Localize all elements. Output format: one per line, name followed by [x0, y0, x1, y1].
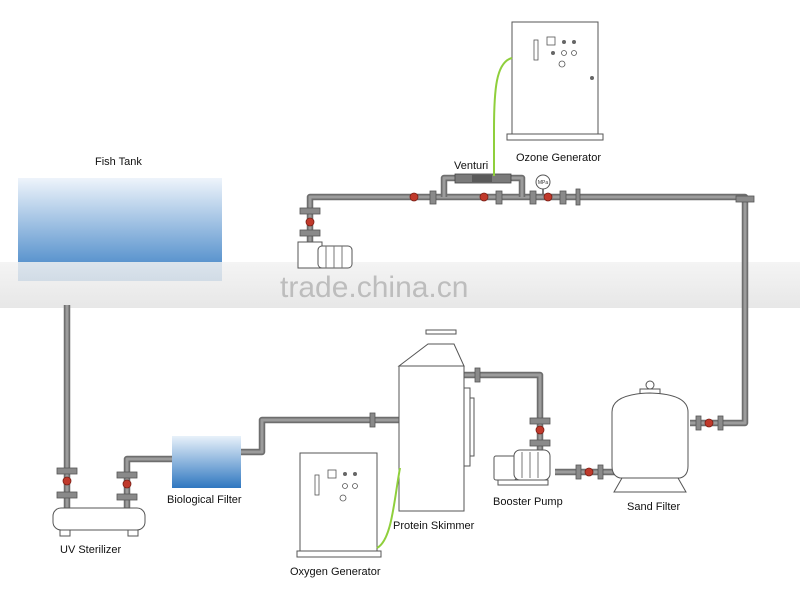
venturi: [454, 173, 512, 184]
pipe-fittings: [56, 188, 755, 501]
uv-sterilizer: [52, 507, 146, 537]
pressure-gauge: MPa: [535, 174, 551, 194]
oxygen-gas-line: [376, 467, 401, 549]
booster-pump: [493, 449, 551, 486]
uv-sterilizer-label: UV Sterilizer: [60, 544, 121, 556]
ozone-generator-label: Ozone Generator: [516, 152, 601, 164]
protein-skimmer: [397, 329, 475, 512]
valves: [62, 192, 714, 489]
oxygen-generator: [296, 452, 382, 558]
biological-filter: [172, 436, 241, 488]
protein-skimmer-label: Protein Skimmer: [393, 520, 475, 532]
oxygen-generator-label: Oxygen Generator: [290, 566, 381, 578]
circulation-pump: [297, 241, 353, 269]
watermark-text: trade.china.cn: [280, 271, 468, 304]
booster-pump-label: Booster Pump: [493, 496, 563, 508]
venturi-label: Venturi: [454, 160, 488, 172]
sand-filter-label: Sand Filter: [627, 501, 681, 513]
fish-tank-label: Fish Tank: [95, 156, 142, 168]
watermark-band: [0, 262, 800, 308]
ozone-generator: [506, 21, 604, 141]
biological-filter-label: Biological Filter: [167, 494, 242, 506]
gauge-label: MPa: [538, 180, 549, 186]
sand-filter: [611, 380, 689, 493]
ozone-gas-line: [493, 57, 513, 176]
